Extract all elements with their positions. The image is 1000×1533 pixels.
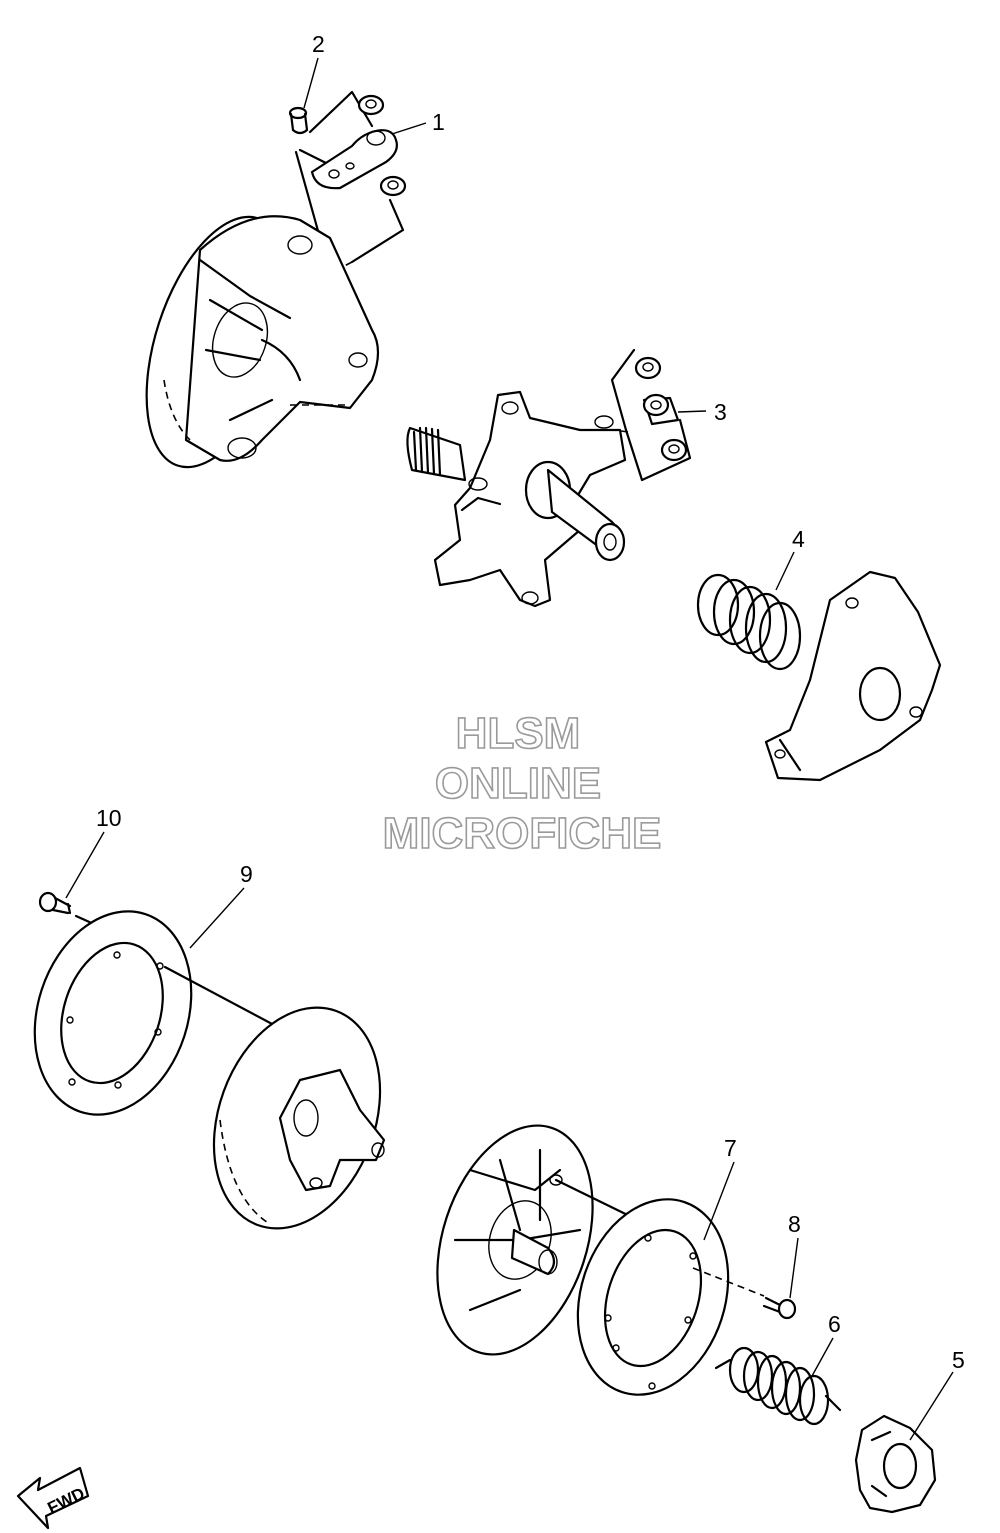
callout-4: 4 <box>792 526 805 552</box>
callout-3: 3 <box>714 399 727 425</box>
plate-part-9 <box>33 910 193 1116</box>
callout-10: 10 <box>96 805 122 831</box>
callouts: 1 2 3 4 5 6 7 8 9 10 <box>96 31 965 1373</box>
callout-7: 7 <box>724 1135 737 1161</box>
bolt-part-8 <box>762 1296 797 1320</box>
roller-bracket-3 <box>610 348 692 482</box>
cap-part <box>764 570 942 782</box>
cam-part-5 <box>854 1414 937 1514</box>
bolt-part-10 <box>38 891 72 915</box>
watermark-line1: HLSM <box>456 709 581 758</box>
callout-6: 6 <box>828 1311 841 1337</box>
secondary-sheave <box>436 1124 594 1356</box>
roller-part-3 <box>642 393 680 426</box>
watermark: HLSM ONLINE MICROFICHE <box>382 708 662 859</box>
fwd-indicator: FWD <box>16 1466 90 1530</box>
fixed-sheave <box>145 215 380 469</box>
callout-1: 1 <box>432 109 445 135</box>
callout-8: 8 <box>788 1211 801 1237</box>
arrow-icon <box>16 1466 90 1530</box>
washer-part <box>634 356 662 380</box>
washer-part <box>379 175 407 197</box>
leader-lines <box>65 57 954 1441</box>
spider-shaft <box>406 390 627 608</box>
weight-part-1 <box>310 129 398 190</box>
watermark-line3: MICROFICHE <box>383 809 662 858</box>
callout-2: 2 <box>312 31 325 57</box>
moving-sheave <box>212 1006 386 1230</box>
roller-weight-assembly <box>288 90 407 273</box>
callout-5: 5 <box>952 1347 965 1373</box>
callout-9: 9 <box>240 861 253 887</box>
spring-part-4 <box>696 573 802 671</box>
plate-part-7 <box>576 1198 730 1396</box>
washer-part <box>357 94 385 116</box>
washer-part <box>660 438 688 462</box>
spring-part-6 <box>714 1346 842 1426</box>
bolt-part-2 <box>288 106 309 135</box>
watermark-line2: ONLINE <box>435 759 601 808</box>
